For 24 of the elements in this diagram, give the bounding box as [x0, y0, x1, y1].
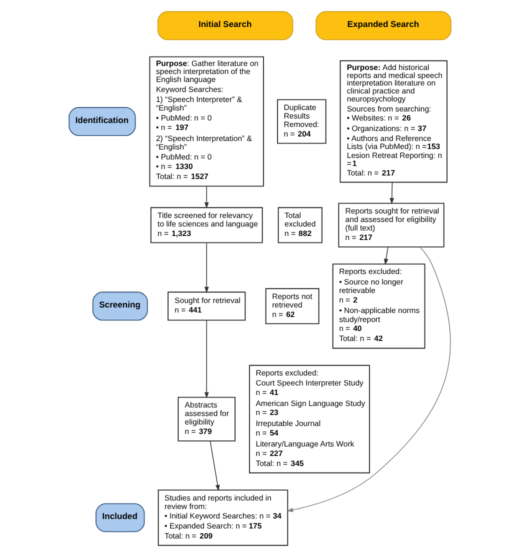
arrow [204, 186, 209, 209]
node-box: Purpose: Add historical reports and medical speech interpretation literature on clinical practice and neuropsychology Sources from searching: • Websites: n = 26 • Organizations: n = 37 • Authors and Reference Lists (via PubMed): n =153 Lesion Retreat Reporting: n =1 Total: n = 217 [340, 60, 448, 183]
node-box: Abstracts assessed for eligibility n = 379 [178, 396, 236, 442]
node-box: Reports excluded: Court Speech Interpreter Study n = 41 American Sign Language Study n = 23 Irreputable Journal n = 54 Literary/Language Arts Work n = 227 Total: n = 345 [249, 364, 370, 474]
node-box: Reports sought for retrieval and assessed for eligibility (full text) n = 217 [338, 202, 444, 248]
arrow [384, 246, 388, 266]
node-box: Purpose: Gather literature on speech interpretation of the English language Keyword Searches: 1) “Speech Interpreter” & “English” • PubMed: n = 0 • n = 197 2) “Speech Interpretation” & “English” • PubMed: n = 0 • n = 1330 Total: n = 1527 [149, 56, 264, 187]
node-box: Screening [92, 292, 148, 321]
arrow [204, 320, 209, 398]
node-box: Identification [68, 107, 136, 136]
node-box: Expanded Search [316, 11, 452, 40]
node-box: Total excluded n = 882 [278, 207, 322, 244]
node-box: Studies and reports included in review from: • Initial Keyword Searches: n = 34 • Expanded Search: n = 175 Total: n = 209 [158, 490, 288, 546]
arrow [390, 182, 394, 204]
node-box: Sought for retrieval n = 441 [168, 292, 246, 321]
node-box: Title screened for relevancy to life sciences and language n = 1,323 [150, 207, 263, 244]
node-box: Included [96, 503, 145, 532]
node-box: Reports excluded: • Source no longer retrievable n = 2 • Non-applicable norms study/report n = 40 Total: n = 42 [332, 264, 426, 349]
arrow [204, 242, 209, 294]
arrow [286, 246, 451, 512]
node-box: Reports not retrieved n = 62 [265, 288, 320, 324]
node-box: Initial Search [157, 11, 294, 40]
arrow [210, 440, 220, 492]
node-box: Duplicate Results Removed: n = 204 [277, 99, 326, 144]
